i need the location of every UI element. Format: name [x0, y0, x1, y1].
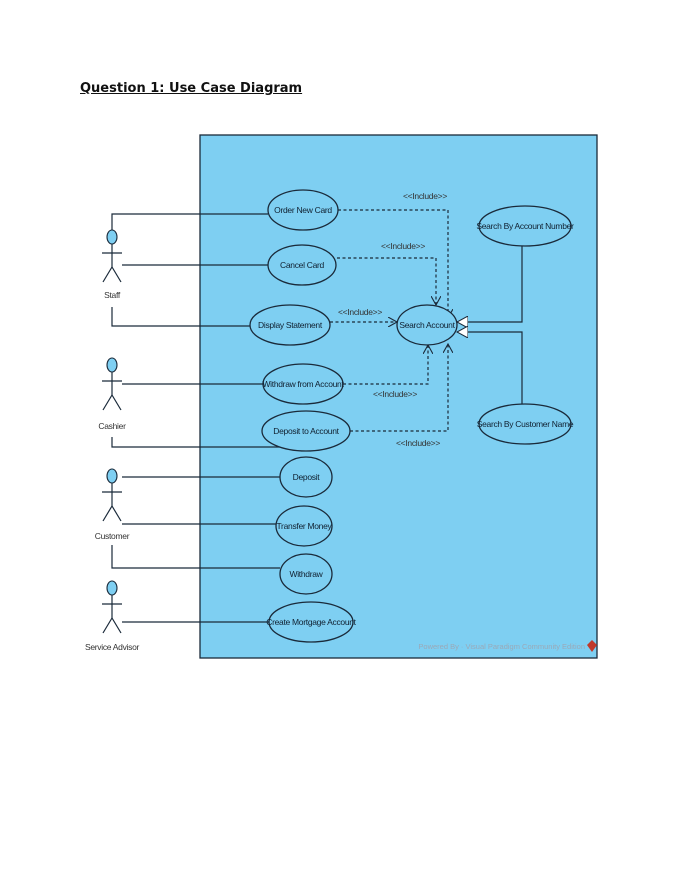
include-label: <<Include>>: [396, 438, 440, 448]
visual-paradigm-logo-icon: [587, 640, 597, 652]
include-dependencies: [330, 209, 448, 432]
actor-cashier[interactable]: Cashier: [98, 357, 126, 431]
watermark: Powered By · Visual Paradigm Community E…: [418, 642, 585, 651]
actor-label: Service Advisor: [85, 642, 140, 652]
stick-figure-icon: [102, 580, 122, 634]
use-case-withdraw[interactable]: Withdraw: [279, 553, 333, 595]
use-case-label: Withdraw: [289, 569, 323, 579]
associations: [111, 213, 282, 623]
use-case-withdraw-from-account[interactable]: Withdraw from Account: [262, 363, 345, 405]
include-label: <<Include>>: [381, 241, 425, 251]
actor-label: Cashier: [98, 421, 126, 431]
use-case-label: Display Statement: [258, 320, 323, 330]
use-case-label: Search By Account Number: [476, 221, 574, 231]
stick-figure-icon: [102, 468, 122, 522]
actor-label: Customer: [95, 531, 130, 541]
stick-figure-icon: [102, 229, 122, 283]
use-case-label: Withdraw from Account: [262, 379, 344, 389]
use-case-label: Search Account: [399, 320, 455, 330]
document-title: Question 1: Use Case Diagram: [80, 81, 303, 96]
use-case-cancel-card[interactable]: Cancel Card: [267, 244, 337, 286]
use-case-label: Cancel Card: [280, 260, 325, 270]
use-case-search-account[interactable]: Search Account: [396, 304, 458, 346]
use-case-label: Deposit: [293, 472, 321, 482]
use-case-search-by-account-number[interactable]: Search By Account Number: [476, 205, 574, 247]
use-case-label: Transfer Money: [276, 521, 332, 531]
use-case-label: Order New Card: [274, 205, 332, 215]
include-label: <<Include>>: [338, 307, 382, 317]
use-case-create-mortgage-account[interactable]: Create Mortgage Account: [266, 601, 357, 643]
use-case-label: Deposit to Account: [273, 426, 339, 436]
actor-staff[interactable]: Staff: [102, 229, 122, 300]
include-label: <<Include>>: [373, 389, 417, 399]
use-case-display-statement[interactable]: Display Statement: [249, 304, 331, 346]
actor-label: Staff: [104, 290, 121, 300]
use-case-label: Create Mortgage Account: [266, 617, 356, 627]
actor-customer[interactable]: Customer: [95, 468, 130, 541]
stick-figure-icon: [102, 357, 122, 411]
use-case-search-by-customer-name[interactable]: Search By Customer Name: [477, 403, 574, 445]
use-case-label: Search By Customer Name: [477, 419, 574, 429]
use-case-deposit[interactable]: Deposit: [279, 456, 333, 498]
use-case-transfer-money[interactable]: Transfer Money: [275, 505, 333, 547]
include-label: <<Include>>: [403, 191, 447, 201]
use-case-deposit-to-account[interactable]: Deposit to Account: [261, 410, 351, 452]
generalizations: [457, 246, 523, 404]
use-case-order-new-card[interactable]: Order New Card: [267, 189, 339, 231]
actor-service-advisor[interactable]: Service Advisor: [85, 580, 140, 652]
